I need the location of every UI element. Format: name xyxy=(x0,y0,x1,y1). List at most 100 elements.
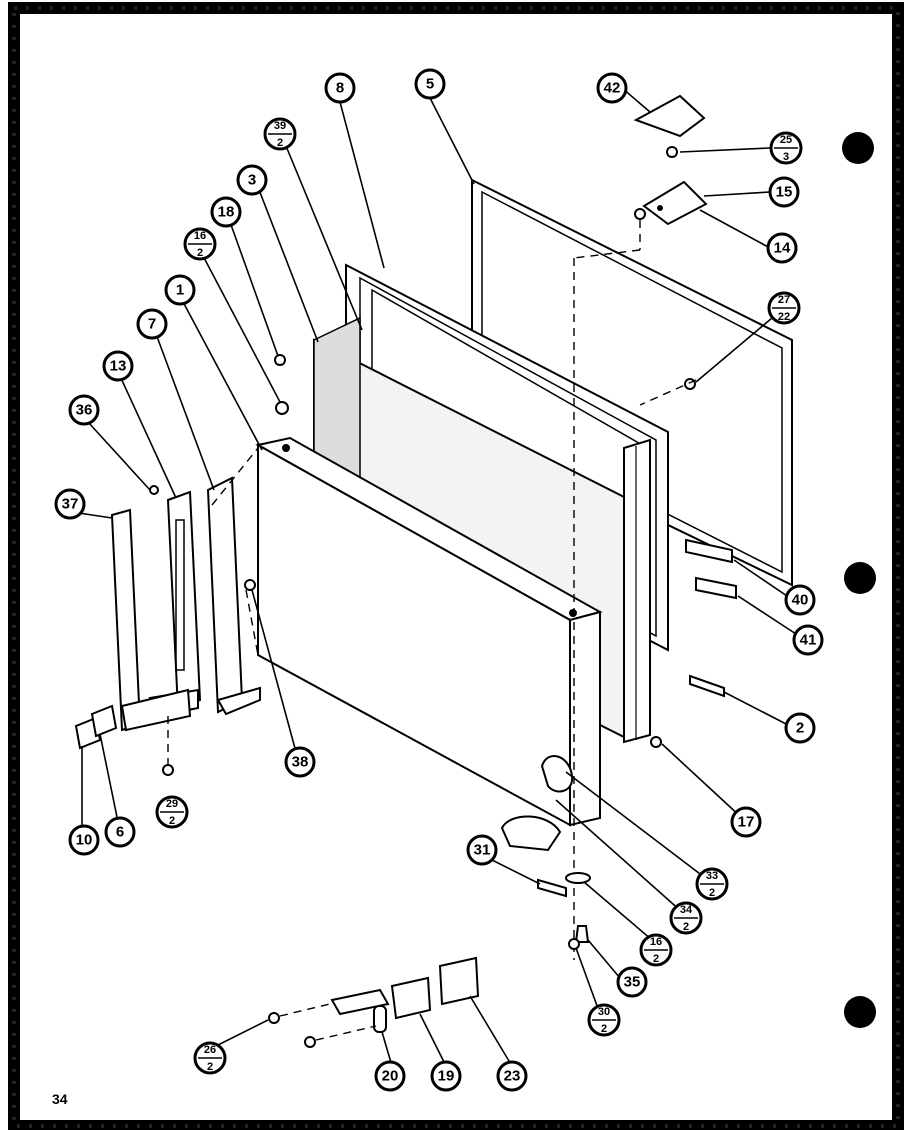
trim-strip-part-37 xyxy=(110,508,192,732)
rail-part-40 xyxy=(685,538,733,564)
svg-text:36: 36 xyxy=(76,402,93,419)
svg-text:17: 17 xyxy=(738,814,755,831)
hinge-plate-part-23 xyxy=(438,956,480,1006)
pin-part-35 xyxy=(574,925,590,943)
clip-part-20 xyxy=(373,1005,387,1033)
binder-hole-top xyxy=(842,132,874,164)
screw-part-25-3 xyxy=(666,146,678,158)
svg-text:2: 2 xyxy=(601,1023,607,1035)
svg-text:31: 31 xyxy=(474,842,491,859)
clip-part-6 xyxy=(90,704,118,738)
scan-noise xyxy=(12,6,900,1128)
bracket-part-19 xyxy=(390,976,432,1020)
callout-39-2: 392 xyxy=(263,117,297,151)
hinge-axis-line-2 xyxy=(573,249,641,259)
callout-36: 36 xyxy=(68,394,100,426)
screw-part-17 xyxy=(650,736,662,748)
svg-text:18: 18 xyxy=(218,204,235,221)
handle-part-34 xyxy=(500,815,562,852)
door-panel-part-1 xyxy=(255,436,603,827)
callout-16-2a: 162 xyxy=(183,227,217,261)
callout-31: 31 xyxy=(466,834,498,866)
rail-part-41 xyxy=(695,576,737,600)
svg-text:3: 3 xyxy=(783,151,789,163)
callout-34-2: 342 xyxy=(669,901,703,935)
leader-lines xyxy=(71,87,797,1067)
callout-33-2: 332 xyxy=(695,867,729,901)
callout-42: 42 xyxy=(596,72,628,104)
callout-17: 17 xyxy=(730,806,762,838)
svg-text:25: 25 xyxy=(780,134,792,146)
svg-text:39: 39 xyxy=(274,120,286,132)
svg-text:20: 20 xyxy=(382,1068,399,1085)
svg-text:15: 15 xyxy=(776,184,793,201)
svg-text:42: 42 xyxy=(604,80,621,97)
svg-text:16: 16 xyxy=(650,936,662,948)
screw-bottom xyxy=(304,1036,316,1048)
svg-text:5: 5 xyxy=(426,76,434,93)
svg-text:2: 2 xyxy=(653,953,659,965)
callout-19: 19 xyxy=(430,1060,462,1092)
callout-8: 8 xyxy=(324,72,356,104)
bracket-part-13 xyxy=(148,490,202,718)
svg-text:1: 1 xyxy=(176,282,184,299)
svg-text:37: 37 xyxy=(62,496,79,513)
screw-axis-26 xyxy=(279,1003,331,1017)
svg-text:19: 19 xyxy=(438,1068,455,1085)
callout-14: 14 xyxy=(766,232,798,264)
bracket-axis-line xyxy=(211,447,259,506)
callout-30-2: 302 xyxy=(587,1003,621,1037)
svg-text:14: 14 xyxy=(774,240,791,257)
callout-29-2: 292 xyxy=(155,795,189,829)
page-number: 34 xyxy=(52,1091,68,1107)
callout-37: 37 xyxy=(54,488,86,520)
callout-2: 2 xyxy=(784,712,816,744)
svg-text:22: 22 xyxy=(778,311,790,323)
callout-15: 15 xyxy=(768,176,800,208)
svg-text:23: 23 xyxy=(504,1068,521,1085)
screw-part-26-2 xyxy=(268,1012,280,1024)
hinge-cap-part-42 xyxy=(633,94,706,138)
screw-part-16-2a xyxy=(275,401,289,415)
svg-text:41: 41 xyxy=(800,632,817,649)
top-hinge-part-15 xyxy=(634,180,708,226)
callout-20: 20 xyxy=(374,1060,406,1092)
screw-axis-bottom xyxy=(315,1025,377,1041)
svg-text:2: 2 xyxy=(796,720,804,737)
svg-text:2: 2 xyxy=(277,137,283,149)
spring-clip xyxy=(330,988,390,1016)
callout-26-2: 262 xyxy=(193,1041,227,1075)
svg-text:2: 2 xyxy=(683,921,689,933)
binder-hole-bottom xyxy=(844,996,876,1028)
washer-part-16-2b xyxy=(565,872,591,884)
callout-23: 23 xyxy=(496,1060,528,1092)
callout-40: 40 xyxy=(784,584,816,616)
callout-6: 6 xyxy=(104,816,136,848)
svg-text:10: 10 xyxy=(76,832,93,849)
callout-16-2b: 162 xyxy=(639,933,673,967)
svg-text:35: 35 xyxy=(624,974,641,991)
callout-3: 3 xyxy=(236,164,268,196)
svg-text:2: 2 xyxy=(709,887,715,899)
screw-part-18 xyxy=(274,354,286,366)
svg-text:40: 40 xyxy=(792,592,809,609)
svg-text:2: 2 xyxy=(197,247,203,259)
svg-text:3: 3 xyxy=(248,172,256,189)
svg-text:6: 6 xyxy=(116,824,124,841)
svg-text:27: 27 xyxy=(778,294,790,306)
callout-38: 38 xyxy=(284,746,316,778)
callout-35: 35 xyxy=(616,966,648,998)
hinge-pin-part-2 xyxy=(689,674,725,698)
callout-25-3: 253 xyxy=(769,131,803,165)
svg-text:2: 2 xyxy=(169,815,175,827)
svg-text:33: 33 xyxy=(706,870,718,882)
screw-part-30-2 xyxy=(568,938,580,950)
svg-text:13: 13 xyxy=(110,358,127,375)
svg-text:16: 16 xyxy=(194,230,206,242)
screw-part-36 xyxy=(149,485,159,495)
callout-10: 10 xyxy=(68,824,100,856)
binder-hole-middle xyxy=(844,562,876,594)
callout-18: 18 xyxy=(210,196,242,228)
bracket-part-31 xyxy=(537,878,567,898)
